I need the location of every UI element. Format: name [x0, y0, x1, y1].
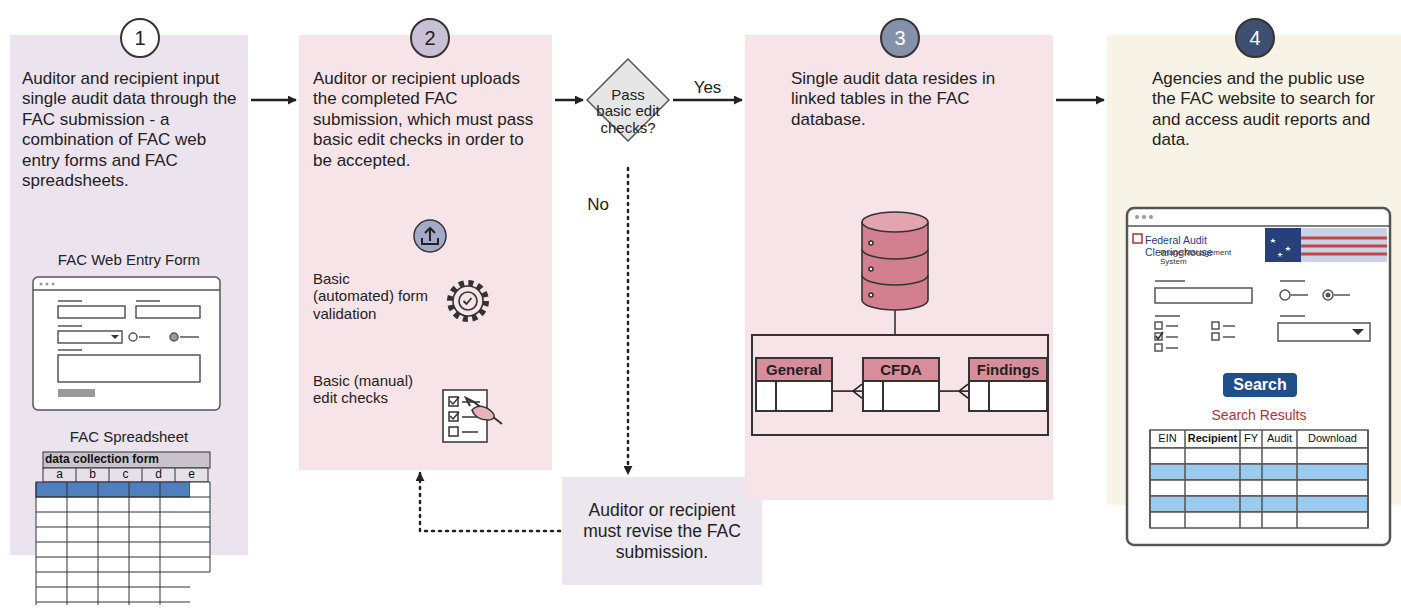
callout-number: 4 — [1249, 27, 1260, 50]
db-table: CFDA — [862, 357, 940, 412]
crows-foot — [853, 384, 862, 398]
text-label: d — [142, 468, 175, 482]
step-number: 3 — [880, 18, 920, 58]
web-form-icon — [33, 277, 220, 410]
database-icon — [752, 212, 1048, 435]
node-text: Search — [1233, 376, 1286, 394]
table-column-line — [775, 381, 777, 410]
text-label: c — [109, 468, 142, 482]
text-label: b — [76, 468, 109, 482]
db-table: General — [755, 357, 833, 412]
edge-label: Yes — [692, 78, 724, 98]
text-label: Image Management System — [1160, 248, 1260, 266]
browser-window — [1127, 208, 1390, 545]
upload-icon — [414, 220, 446, 252]
step-number: 2 — [410, 18, 450, 58]
text-label: FY — [1240, 432, 1262, 445]
node-text: Single audit data resides in linked tabl… — [791, 69, 1041, 130]
node-text: Pass basic edit checks? — [596, 87, 660, 137]
flow-connector — [833, 390, 862, 392]
node-text: Findings — [970, 359, 1046, 382]
node-text: CFDA — [864, 359, 938, 382]
search-button: Search — [1223, 373, 1297, 397]
text-label: FAC Web Entry Form — [10, 251, 248, 268]
text-label: Recipient — [1185, 432, 1240, 445]
text-label: Download — [1297, 432, 1368, 445]
flow-connector — [420, 473, 560, 531]
step-number: 4 — [1235, 18, 1275, 58]
flow-connector — [673, 99, 742, 102]
step-number: 1 — [120, 18, 160, 58]
text-label: Audit — [1262, 432, 1297, 445]
text-label: Search Results — [1150, 407, 1368, 423]
callout-number: 3 — [894, 27, 905, 50]
text-label: Basic (manual) edit checks — [313, 372, 425, 407]
node-text: Auditor and recipient input single audit… — [22, 69, 238, 191]
checklist-icon — [443, 390, 502, 442]
decision-diamond: Pass basic edit checks? — [586, 58, 670, 165]
callout-number: 1 — [134, 27, 145, 50]
text-label: EIN — [1150, 432, 1185, 445]
table-column-line — [882, 381, 884, 410]
process-box: Auditor or recipient must revise the FAC… — [562, 477, 762, 585]
flow-connector — [627, 168, 630, 474]
node-text: General — [757, 359, 831, 382]
node-text: Agencies and the public use the FAC webs… — [1152, 69, 1388, 151]
flow-connector — [555, 99, 583, 102]
flow-connector — [940, 390, 968, 392]
db-table: Findings — [968, 357, 1048, 412]
node-text: Auditor or recipient uploads the complet… — [313, 69, 543, 171]
flow-connector — [251, 99, 296, 102]
text-label: Basic (automated) form validation — [313, 270, 431, 322]
table-column-line — [988, 381, 990, 410]
crows-foot — [959, 384, 968, 398]
spreadsheet-icon — [36, 452, 210, 605]
text-label: FAC Spreadsheet — [10, 428, 248, 445]
text-label: data collection form — [45, 453, 208, 467]
flow-connector — [1056, 99, 1104, 102]
text-label: a — [43, 468, 76, 482]
edge-label: No — [585, 195, 611, 215]
node-text: Auditor or recipient must revise the FAC… — [572, 500, 752, 563]
text-label: e — [175, 468, 208, 482]
gear-icon — [450, 283, 486, 319]
callout-number: 2 — [424, 27, 435, 50]
